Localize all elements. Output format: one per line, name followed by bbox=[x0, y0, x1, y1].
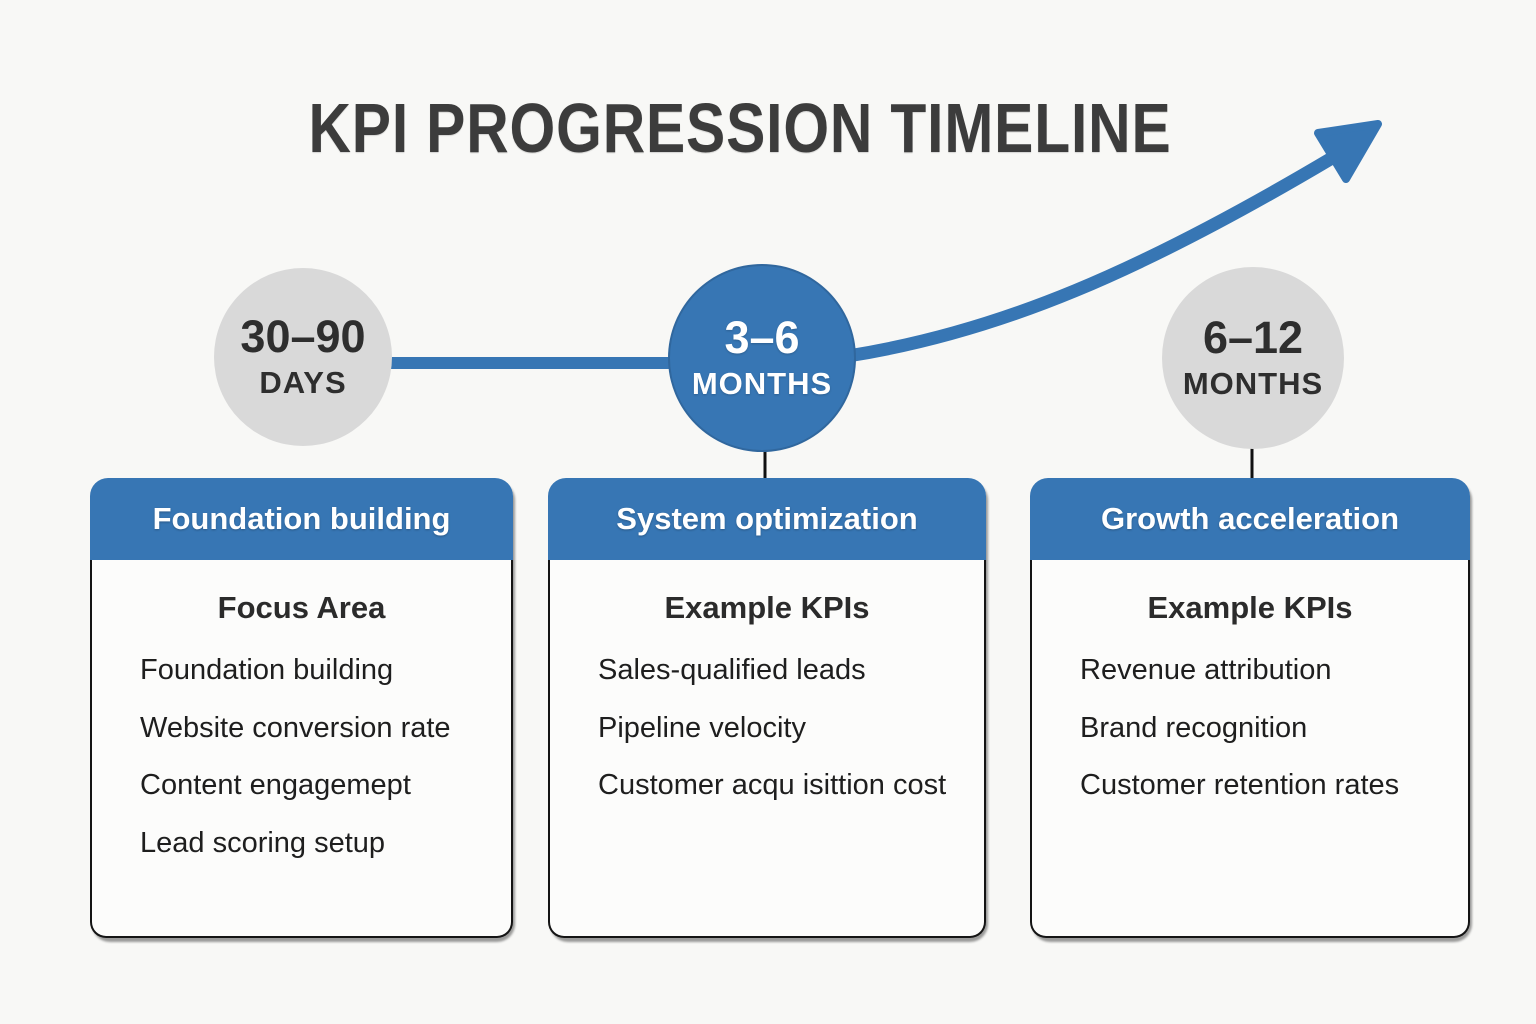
timeline-connector-line bbox=[300, 357, 765, 369]
card-item: Sales-qualified leads bbox=[598, 654, 866, 686]
card-item: Pipeline velocity bbox=[598, 711, 806, 744]
card-item: Customer retention rates bbox=[1080, 769, 1400, 802]
card-body: Example KPIs Revenue attribution Brand r… bbox=[1030, 560, 1470, 938]
card-body: Focus Area Foundation building Website c… bbox=[90, 560, 513, 938]
card-item: Website conversion rate bbox=[140, 711, 451, 744]
card-item: Content engagemept bbox=[140, 769, 411, 802]
growth-curve bbox=[841, 151, 1339, 363]
card-item: Lead scoring setup bbox=[140, 827, 386, 860]
card-body: Example KPIs Sales-qualified leads Pipel… bbox=[548, 560, 986, 938]
card-header: Foundation building bbox=[90, 478, 513, 560]
card-item: Customer acqu isittion cost bbox=[598, 769, 947, 802]
milestone-3-6-months: 3–6 MONTHS bbox=[668, 264, 856, 452]
card-item-list: Revenue attribution Brand recognition Cu… bbox=[1080, 652, 1448, 805]
page-title: KPI PROGRESSION TIMELINE bbox=[308, 89, 1172, 167]
milestone-range: 3–6 bbox=[724, 312, 800, 364]
card-item: Brand recognition bbox=[1080, 711, 1308, 744]
growth-arrowhead-icon bbox=[1314, 120, 1382, 183]
milestone-range: 6–12 bbox=[1202, 312, 1304, 364]
card-subheading: Example KPIs bbox=[1147, 590, 1353, 625]
card-subheading: Focus Area bbox=[217, 590, 386, 625]
card-item: Revenue attribution bbox=[1080, 654, 1332, 686]
card-header: Growth acceleration bbox=[1030, 478, 1470, 560]
milestone-6-12-months: 6–12 MONTHS bbox=[1162, 267, 1344, 449]
milestone-unit: MONTHS bbox=[691, 365, 833, 401]
milestone-unit: DAYS bbox=[259, 364, 347, 400]
milestone-range: 30–90 bbox=[240, 311, 366, 363]
stage-card-growth: Growth acceleration Example KPIs Revenue… bbox=[1030, 478, 1470, 938]
milestone-30-90-days: 30–90 DAYS bbox=[214, 268, 392, 446]
card-subheading: Example KPIs bbox=[664, 590, 870, 625]
card-item-list: Foundation building Website conversion r… bbox=[140, 652, 491, 863]
card-header: System optimization bbox=[548, 478, 986, 560]
stage-card-foundation: Foundation building Focus Area Foundatio… bbox=[90, 478, 513, 938]
card-item-list: Sales-qualified leads Pipeline velocity … bbox=[598, 652, 964, 805]
milestone-unit: MONTHS bbox=[1182, 365, 1324, 401]
card-item: Foundation building bbox=[140, 654, 394, 686]
stage-card-optimization: System optimization Example KPIs Sales-q… bbox=[548, 478, 986, 938]
